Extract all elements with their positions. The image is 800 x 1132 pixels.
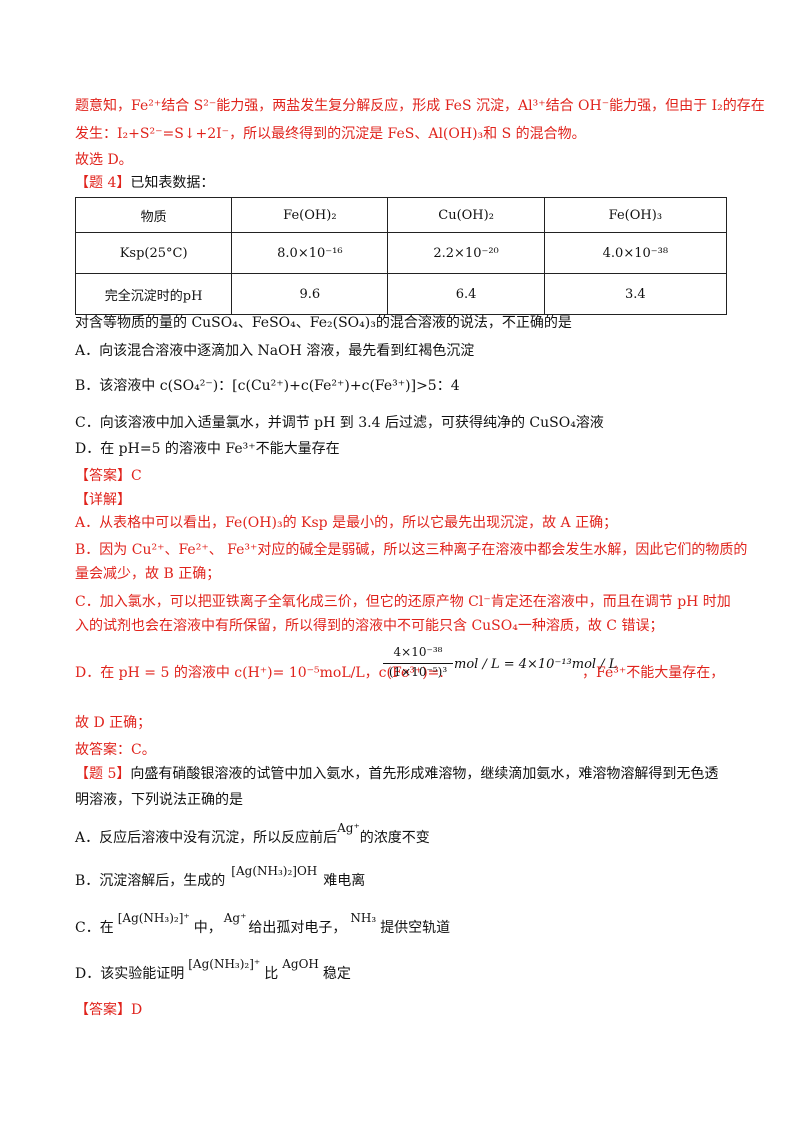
q5-answer: 【答案】D (75, 1002, 143, 1018)
table-cell: 8.0×10⁻¹⁶ (231, 232, 389, 274)
q4-final-answer: 故答案：C。 (75, 742, 156, 758)
table-cell: 4.0×10⁻³⁸ (543, 232, 728, 274)
table-cell: 6.4 (387, 273, 545, 315)
option-text: 给出孤对电子， (248, 920, 347, 936)
option-text: B．沉淀溶解后，生成的 (75, 873, 226, 889)
agoh-formula: AgOH (282, 957, 319, 971)
q5-option-b: B．沉淀溶解后，生成的 [Ag(NH₃)₂]OH 难电离 (75, 864, 366, 891)
q4-explanation-a: A．从表格中可以看出，Fe(OH)₃的 Ksp 是最小的，所以它最先出现沉淀，故… (75, 515, 618, 531)
complex-ion: [Ag(NH₃)₂]⁺ (188, 957, 261, 971)
q4-explanation-d-2: 故 D 正确； (75, 715, 152, 731)
silver-ion: Ag⁺ (223, 911, 247, 925)
prev-explanation-line-1: 题意知，Fe²⁺结合 S²⁻能力强，两盐发生复分解反应，形成 FeS 沉淀，Al… (75, 98, 765, 114)
q4-stem: 已知表数据： (130, 175, 215, 191)
q5-option-a: A．反应后溶液中没有沉淀，所以反应前后Ag⁺的浓度不变 (75, 821, 430, 848)
table-header-cell: Cu(OH)₂ (387, 197, 545, 233)
q4-answer: 【答案】C (75, 468, 142, 484)
q4-explanation-d-result: mol / L = 4×10⁻¹³mol / L (454, 657, 618, 672)
q5-header: 【题 5】向盛有硝酸银溶液的试管中加入氨水，首先形成难溶物，继续滴加氨水，难溶物… (75, 764, 718, 784)
q4-explanation-d-prefix: D．在 pH = 5 的溶液中 c(H⁺)= 10⁻⁵moL/L，c(Fe³⁺)… (75, 665, 444, 681)
q4-option-a: A．向该混合溶液中逐滴加入 NaOH 溶液，最先看到红褐色沉淀 (75, 343, 475, 359)
q5-stem-2: 明溶液，下列说法正确的是 (75, 792, 243, 808)
table-row: 完全沉淀时的pH 9.6 6.4 3.4 (74, 273, 728, 315)
q5-option-c: C．在[Ag(NH₃)₂]⁺中，Ag⁺给出孤对电子，NH₃提供空轨道 (75, 911, 451, 938)
option-text: 稳定 (322, 966, 351, 982)
q4-header: 【题 4】已知表数据： (75, 173, 214, 193)
option-text: 难电离 (323, 873, 366, 889)
q4-explanation-d-suffix: ，Fe³⁺不能大量存在， (582, 665, 725, 681)
fraction-bar (383, 663, 453, 664)
option-text: 提供空轨道 (380, 920, 451, 936)
silver-ion: Ag⁺ (337, 821, 360, 835)
q4-explanation-c-1: C．加入氯水，可以把亚铁离子全氧化成三价，但它的还原产物 Cl⁻肯定还在溶液中，… (75, 594, 731, 610)
table-row: Ksp(25°C) 8.0×10⁻¹⁶ 2.2×10⁻²⁰ 4.0×10⁻³⁸ (74, 232, 728, 274)
q5-tag: 【题 5】 (75, 766, 131, 782)
q5-stem-1: 向盛有硝酸银溶液的试管中加入氨水，首先形成难溶物，继续滴加氨水，难溶物溶解得到无… (130, 766, 719, 782)
fraction-denominator: (1×10⁻⁵)³ (388, 665, 448, 679)
table-cell: 2.2×10⁻²⁰ (387, 232, 545, 274)
fraction-numerator: 4×10⁻³⁸ (393, 645, 443, 659)
ammonia-formula: NH₃ (350, 911, 377, 925)
table-header-row: 物质 Fe(OH)₂ Cu(OH)₂ Fe(OH)₃ (74, 197, 728, 233)
q4-option-c: C．向该溶液中加入适量氯水，并调节 pH 到 3.4 后过滤，可获得纯净的 Cu… (75, 415, 604, 431)
q4-explanation-b-1: B．因为 Cu²⁺、Fe²⁺、 Fe³⁺对应的碱全是弱碱，所以这三种离子在溶液中… (75, 542, 748, 558)
table-cell: Ksp(25°C) (74, 232, 233, 274)
q4-explanation-b-2: 量会减少，故 B 正确； (75, 566, 221, 582)
option-text: 比 (264, 966, 279, 982)
option-text: C．在 (75, 920, 114, 936)
option-text: A．反应后溶液中没有沉淀，所以反应前后 (75, 830, 338, 846)
option-text: 中， (193, 920, 222, 936)
table-cell: 9.6 (231, 273, 389, 315)
table-header-cell: 物质 (74, 197, 233, 233)
option-text: 的浓度不变 (359, 830, 430, 846)
q4-tag: 【题 4】 (75, 175, 131, 191)
prev-conclusion: 故选 D。 (75, 152, 133, 168)
table-cell: 完全沉淀时的pH (74, 273, 233, 315)
q5-option-d: D．该实验能证明[Ag(NH₃)₂]⁺比AgOH稳定 (75, 957, 351, 984)
prev-explanation-line-2: 发生：I₂+S²⁻=S↓+2I⁻，所以最终得到的沉淀是 FeS、Al(OH)₃和… (75, 126, 586, 142)
q4-option-d: D．在 pH=5 的溶液中 Fe³⁺不能大量存在 (75, 441, 340, 457)
complex-ion: [Ag(NH₃)₂]⁺ (117, 911, 190, 925)
table-header-cell: Fe(OH)₂ (231, 197, 389, 233)
q4-question: 对含等物质的量的 CuSO₄、FeSO₄、Fe₂(SO₄)₃的混合溶液的说法，不… (75, 315, 572, 331)
q4-explanation-c-2: 入的试剂也会在溶液中有所保留，所以得到的溶液中不可能只含 CuSO₄一种溶质，故… (75, 618, 664, 634)
option-text: D．该实验能证明 (75, 966, 185, 982)
table-header-cell: Fe(OH)₃ (543, 197, 728, 233)
table-cell: 3.4 (543, 273, 728, 315)
complex-formula: [Ag(NH₃)₂]OH (231, 864, 318, 878)
ksp-table: 物质 Fe(OH)₂ Cu(OH)₂ Fe(OH)₃ Ksp(25°C) 8.0… (74, 197, 728, 315)
q4-option-b: B．该溶液中 c(SO₄²⁻)：[c(Cu²⁺)+c(Fe²⁺)+c(Fe³⁺)… (75, 378, 460, 394)
q4-detail-tag: 【详解】 (75, 492, 131, 508)
